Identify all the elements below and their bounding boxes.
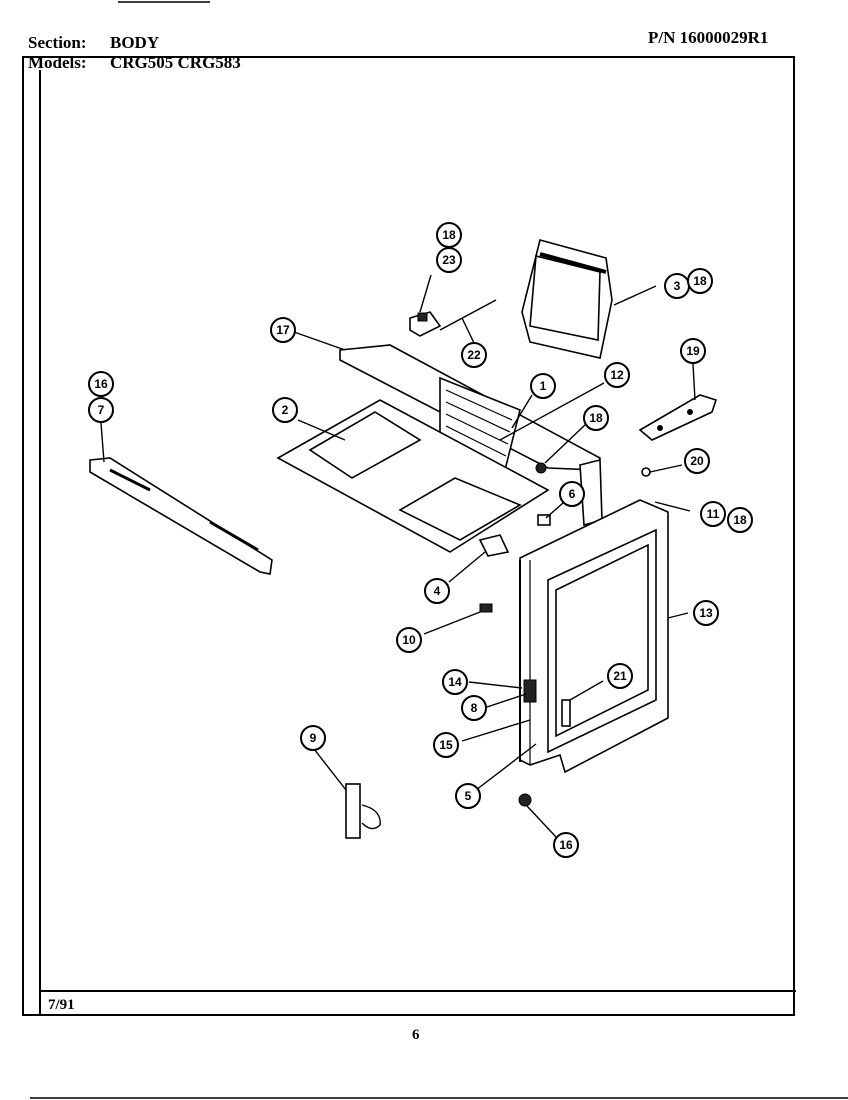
callout-16-bottom: 16 (553, 832, 579, 858)
svg-text:7: 7 (98, 403, 105, 417)
svg-text:15: 15 (439, 738, 453, 752)
svg-text:19: 19 (686, 344, 700, 358)
svg-text:12: 12 (610, 368, 624, 382)
svg-text:20: 20 (690, 454, 704, 468)
svg-text:21: 21 (613, 669, 627, 683)
svg-text:8: 8 (471, 701, 478, 715)
callout-bubbles: 18 23 3 18 17 22 19 16 7 1 12 2 18 20 6 … (88, 222, 753, 858)
callout-11: 11 (700, 501, 726, 527)
svg-text:5: 5 (465, 789, 472, 803)
section-label: Section: (28, 33, 87, 52)
callout-22: 22 (461, 342, 487, 368)
svg-text:14: 14 (448, 675, 462, 689)
callout-1: 1 (530, 373, 556, 399)
callout-19: 19 (680, 338, 706, 364)
callout-20: 20 (684, 448, 710, 474)
bracket-part-23 (409, 299, 497, 337)
callout-16-left: 16 (88, 371, 114, 397)
callout-7: 7 (88, 397, 114, 423)
callout-17: 17 (270, 317, 296, 343)
svg-text:16: 16 (559, 838, 573, 852)
callout-18-mid: 18 (583, 405, 609, 431)
callout-6: 6 (559, 481, 585, 507)
svg-text:18: 18 (693, 274, 707, 288)
callout-5: 5 (455, 783, 481, 809)
footer-date: 7/91 (48, 997, 75, 1013)
svg-text:2: 2 (282, 403, 289, 417)
door-frame-part (519, 499, 669, 774)
svg-text:18: 18 (442, 228, 456, 242)
date-bar (41, 990, 796, 1016)
callout-14: 14 (442, 669, 468, 695)
callout-9: 9 (300, 725, 326, 751)
bracket-part-19 (638, 394, 718, 441)
callout-13: 13 (693, 600, 719, 626)
svg-text:9: 9 (310, 731, 317, 745)
part-number: P/N 16000029R1 (648, 28, 769, 47)
callout-18-door: 18 (727, 507, 753, 533)
callout-12: 12 (604, 362, 630, 388)
svg-text:13: 13 (699, 606, 713, 620)
callout-18-rear: 18 (687, 268, 713, 294)
callout-4: 4 (424, 578, 450, 604)
page-number: 6 (412, 1027, 420, 1043)
svg-text:23: 23 (442, 253, 456, 267)
hardware-parts (345, 462, 651, 839)
callout-18-top: 18 (436, 222, 462, 248)
callout-8: 8 (461, 695, 487, 721)
diagram-frame (22, 56, 795, 1016)
callout-3: 3 (664, 273, 690, 299)
svg-text:1: 1 (540, 379, 547, 393)
callout-23: 23 (436, 247, 462, 273)
svg-text:4: 4 (434, 584, 441, 598)
svg-text:22: 22 (467, 348, 481, 362)
rear-panel-part (521, 239, 613, 359)
leader-lines (100, 274, 696, 838)
section-value: BODY (110, 33, 160, 52)
callout-21: 21 (607, 663, 633, 689)
floor-panel-part (276, 399, 550, 553)
callout-2: 2 (272, 397, 298, 423)
svg-text:11: 11 (707, 507, 720, 521)
svg-text:6: 6 (569, 487, 576, 501)
callout-10: 10 (396, 627, 422, 653)
svg-text:3: 3 (674, 279, 681, 293)
svg-text:10: 10 (402, 633, 416, 647)
svg-text:18: 18 (733, 513, 747, 527)
svg-text:18: 18 (589, 411, 603, 425)
svg-text:17: 17 (276, 323, 290, 337)
side-rail-part (89, 457, 273, 575)
svg-text:16: 16 (94, 377, 108, 391)
callout-15: 15 (433, 732, 459, 758)
